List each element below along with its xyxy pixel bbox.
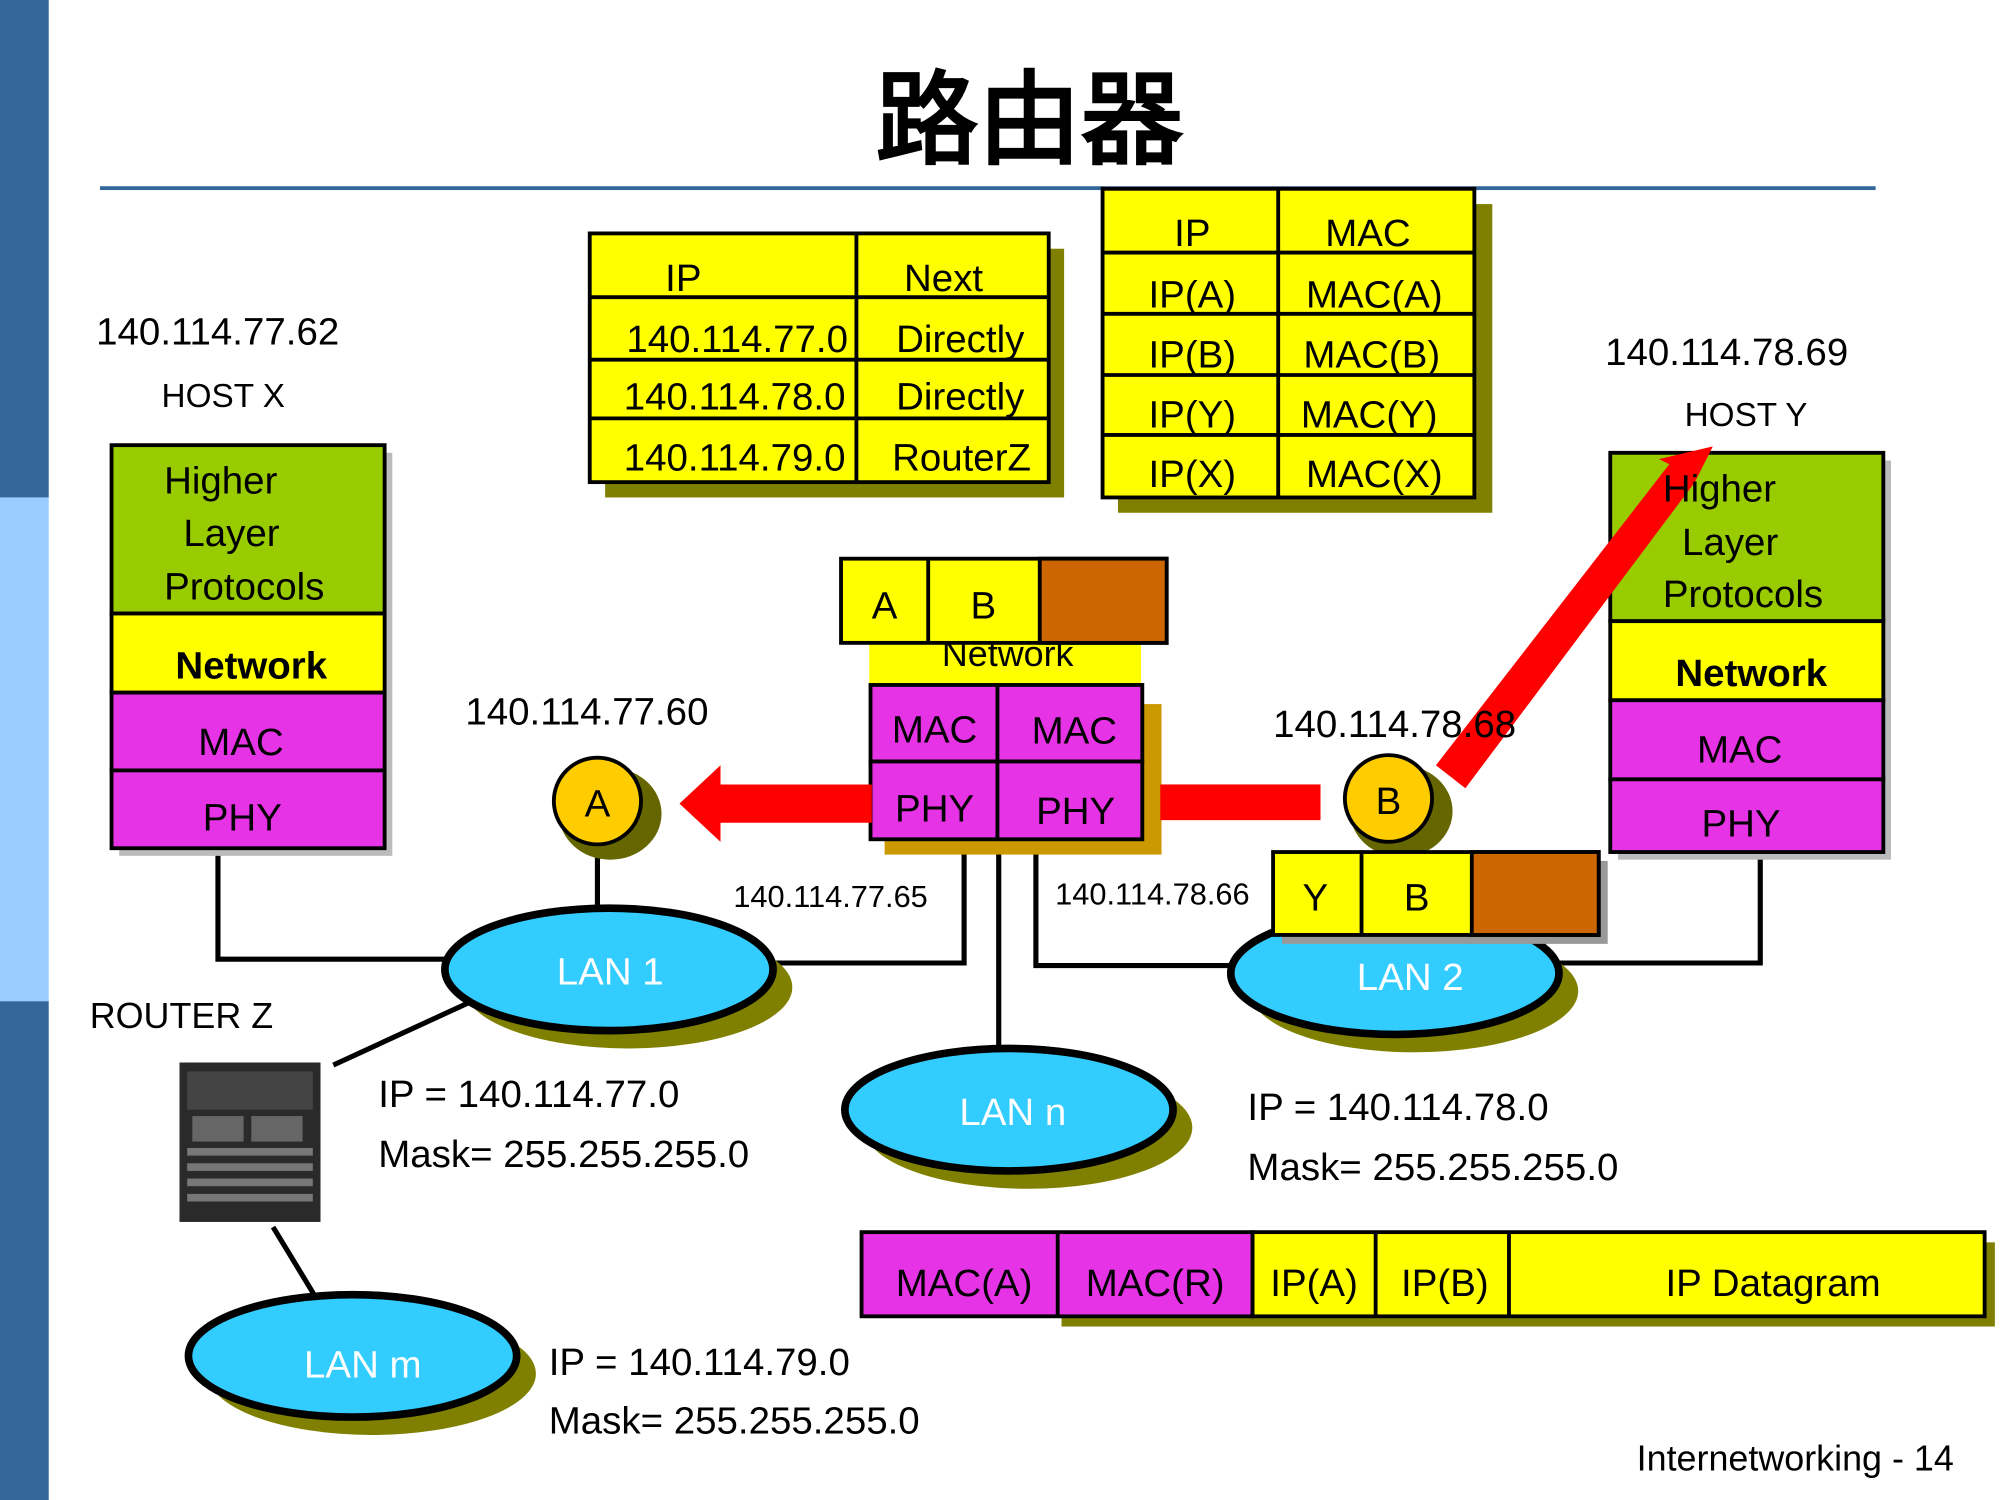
net78-mask: Mask= 255.255.255.0 [1247, 1146, 1618, 1189]
frame-field: MAC(A) [896, 1262, 1033, 1305]
lan-2-label: LAN 2 [1357, 956, 1464, 999]
packet-src: A [872, 585, 898, 628]
packet-dst: B [971, 585, 997, 628]
router-z-image [179, 1062, 321, 1222]
packet-y-b: Y B [1271, 850, 1608, 944]
rt-header-ip: IP [665, 257, 701, 300]
frame-format: MAC(A) MAC(R) IP(A) IP(B) IP Datagram [859, 1230, 1995, 1327]
arp-cell: MAC(A) [1306, 273, 1443, 316]
packet-a-b: A B [839, 556, 1169, 645]
frame-field: IP Datagram [1665, 1262, 1880, 1305]
arp-cell: MAC(X) [1306, 453, 1443, 496]
host-x-name: HOST X [162, 378, 285, 415]
node-a-ip: 140.114.77.60 [465, 691, 708, 734]
frame-field: IP(B) [1401, 1262, 1489, 1305]
layer-network: Network [1675, 652, 1827, 695]
slide-title: 路由器 [876, 62, 1184, 181]
lan-m-label: LAN m [304, 1344, 422, 1387]
frame-field: IP(A) [1270, 1262, 1358, 1305]
lan-1: LAN 1 [441, 904, 793, 1049]
arp-cell: IP(B) [1149, 333, 1237, 376]
net78-ip: IP = 140.114.78.0 [1247, 1086, 1548, 1129]
arp-cell: MAC(B) [1303, 333, 1440, 376]
host-y-stack: Higher Layer Protocols Network MAC PHY [1663, 467, 1828, 845]
layer-phy: PHY [203, 796, 282, 839]
title-divider [100, 186, 1876, 191]
lan-n-label: LAN n [959, 1091, 1066, 1134]
rt-cell: Directly [896, 318, 1025, 361]
layer-mac: MAC [1697, 729, 1782, 772]
packet-src: Y [1303, 877, 1329, 920]
rt-cell: 140.114.79.0 [624, 437, 846, 480]
layer-label: Protocols [1663, 573, 1823, 616]
host-x-ip: 140.114.77.62 [96, 310, 339, 353]
router-port2-ip: 140.114.78.66 [1055, 876, 1249, 911]
arp-cell: IP(X) [1149, 453, 1237, 496]
arrow-diagonal-icon [1435, 446, 1713, 789]
arrow-bar [1160, 784, 1321, 821]
lan-m: LAN m [184, 1290, 536, 1435]
router-phy: PHY [1036, 790, 1115, 833]
arp-cell: IP(Y) [1149, 393, 1237, 436]
router-port1-ip: 140.114.77.65 [733, 879, 927, 914]
router-mac: MAC [1032, 710, 1117, 753]
rt-cell: 140.114.78.0 [624, 376, 846, 419]
router-stack: Network MAC MAC PHY PHY [868, 634, 1162, 855]
arp-cell: IP(A) [1149, 273, 1237, 316]
layer-label: Higher [1663, 467, 1777, 510]
footer: Internetworking - 14 [1637, 1439, 1954, 1479]
packet-dst: B [1404, 877, 1430, 920]
sidebar-bottom [0, 1001, 49, 1500]
node-a [551, 755, 643, 847]
layer-label: Protocols [164, 566, 324, 609]
host-y-stack-boxes [1608, 450, 1892, 860]
host-x-stack: Higher Layer Protocols Network MAC PHY [109, 443, 393, 856]
arp-cell: MAC(Y) [1301, 393, 1438, 436]
sidebar-top [0, 0, 49, 498]
layer-mac: MAC [198, 721, 283, 764]
frame-field: MAC(R) [1086, 1262, 1225, 1305]
lan-n: LAN n [841, 1044, 1193, 1189]
arp-header-mac: MAC [1325, 212, 1410, 255]
rt-header-next: Next [904, 257, 983, 300]
router-mac: MAC [892, 708, 977, 751]
routing-table: IP Next 140.114.77.0 Directly 140.114.78… [587, 231, 1065, 498]
layer-label: Layer [1682, 521, 1778, 564]
layer-label: Higher [164, 460, 278, 503]
rt-cell: RouterZ [892, 437, 1031, 480]
rt-cell: Directly [896, 376, 1025, 419]
rt-cell: 140.114.77.0 [626, 318, 848, 361]
layer-network: Network [175, 645, 327, 688]
wires [215, 839, 1763, 1296]
arp-table: IP MAC IP(A) MAC(A) IP(B) MAC(B) IP(Y) M… [1100, 186, 1493, 513]
node-b-label: B [1376, 780, 1402, 823]
net77-mask: Mask= 255.255.255.0 [378, 1133, 749, 1176]
net79-ip: IP = 140.114.79.0 [549, 1341, 850, 1384]
lan-1-label: LAN 1 [557, 951, 664, 994]
sidebar-mid [0, 497, 49, 1002]
node-a-label: A [585, 782, 611, 825]
router-phy: PHY [895, 788, 974, 831]
layer-phy: PHY [1701, 803, 1780, 846]
host-y-ip: 140.114.78.69 [1605, 331, 1848, 374]
net77-ip: IP = 140.114.77.0 [378, 1073, 679, 1116]
layer-label: Layer [183, 512, 279, 555]
node-b-ip: 140.114.78.68 [1273, 703, 1516, 746]
net79-mask: Mask= 255.255.255.0 [549, 1400, 920, 1443]
router-z-label: ROUTER Z [90, 996, 273, 1036]
host-y-name: HOST Y [1685, 397, 1808, 434]
node-b [1342, 753, 1434, 844]
arp-header-ip: IP [1174, 212, 1210, 255]
arrow-left-icon [679, 765, 872, 842]
